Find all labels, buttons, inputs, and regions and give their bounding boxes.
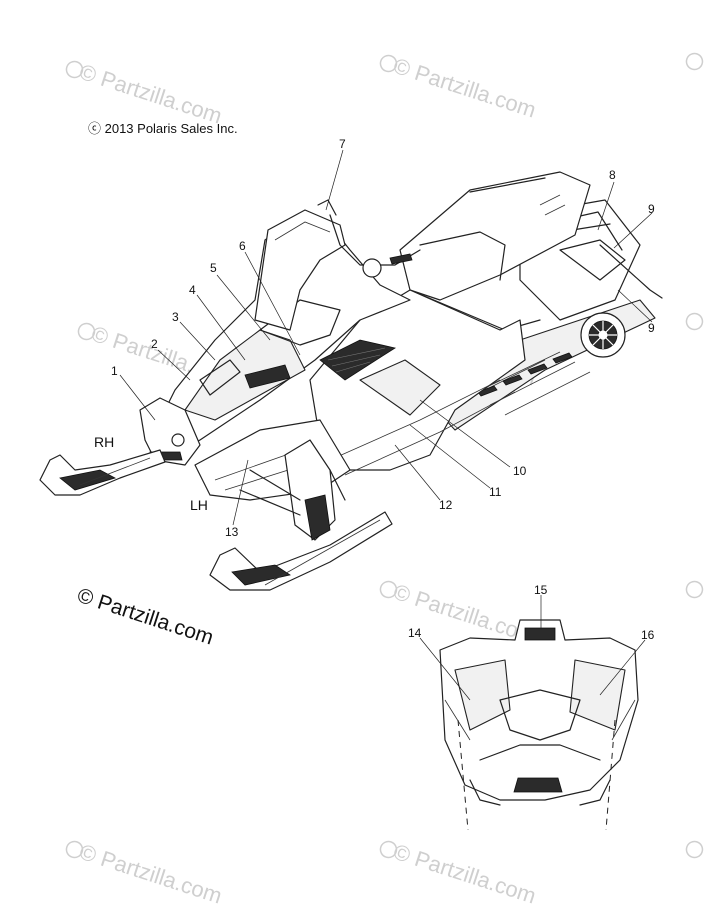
callout-10: 10 [513, 464, 527, 478]
copyright-text: ⓒ 2013 Polaris Sales Inc. [88, 121, 238, 136]
callout-9-upper: 9 [648, 202, 655, 216]
side-vent [319, 339, 397, 381]
callout-8: 8 [609, 168, 616, 182]
watermark-text: © Partzilla.com [76, 59, 225, 129]
callout-4: 4 [189, 283, 196, 297]
callout-6: 6 [239, 239, 246, 253]
track-cleats [477, 352, 573, 397]
callout-16: 16 [641, 628, 655, 642]
callout-3: 3 [172, 310, 179, 324]
callout-12: 12 [439, 498, 453, 512]
snowmobile-drawing [39, 171, 663, 591]
callout-11: 11 [489, 485, 502, 499]
callout-9-lower: 9 [648, 321, 655, 335]
left-ski [209, 511, 393, 591]
watermark-text: © Partzilla.com [390, 53, 539, 123]
right-hand-label: RH [94, 434, 114, 450]
site-credit: © Partzilla.com [74, 584, 216, 650]
callout-2: 2 [151, 337, 158, 351]
right-ski [39, 449, 166, 496]
watermark-text: © Partzilla.com [390, 839, 539, 907]
callout-leaders [119, 149, 653, 701]
callout-13: 13 [225, 525, 239, 539]
rear-idler-wheel [580, 312, 626, 358]
left-hand-label: LH [190, 497, 208, 513]
callout-15: 15 [534, 583, 548, 597]
callout-14: 14 [408, 626, 422, 640]
callout-7: 7 [339, 137, 346, 151]
callout-1: 1 [111, 364, 118, 378]
callout-labels: 1 2 3 4 5 6 7 8 9 9 10 11 12 13 14 15 16 [111, 137, 655, 642]
watermark-text: © Partzilla.com [76, 839, 225, 907]
rear-inset-view [439, 619, 639, 831]
callout-5: 5 [210, 261, 217, 275]
